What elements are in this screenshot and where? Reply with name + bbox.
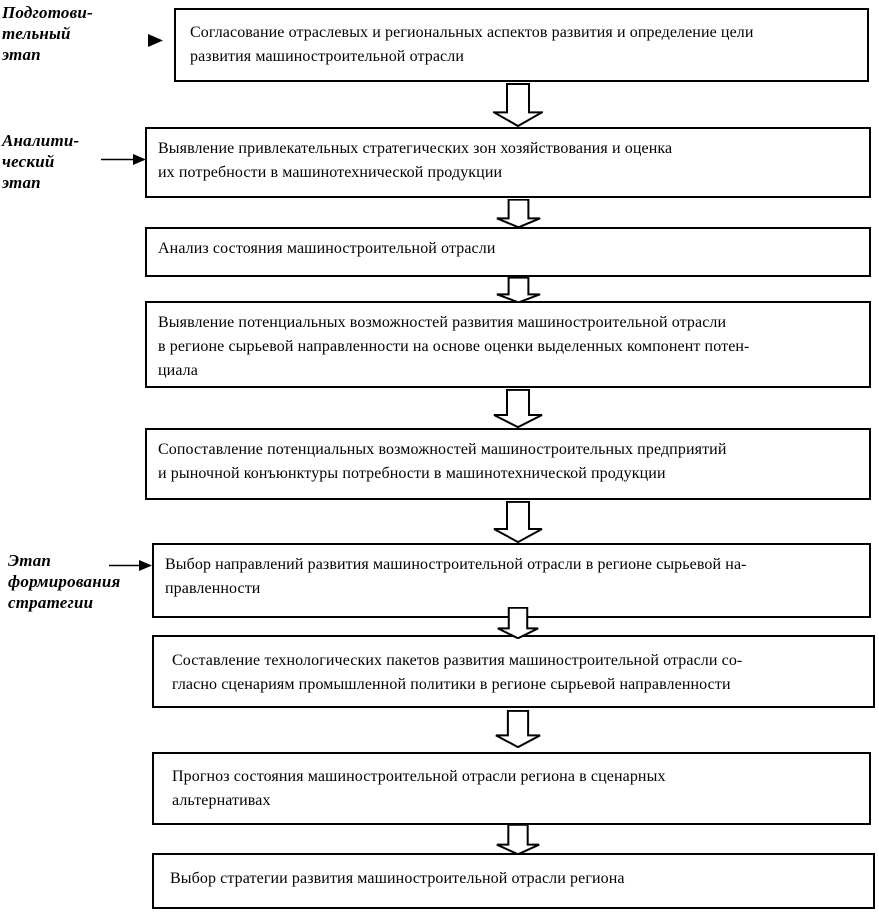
process-box-attractive-zones: Выявление привлекательных стратегических… [145, 127, 871, 198]
process-box-industry-analysis: Анализ состояния машиностроительной отра… [145, 227, 871, 277]
process-box-potential-market-comparison: Сопоставление потенциальных возможностей… [145, 428, 871, 500]
process-box-strategy-choice: Выбор стратегии развития машиностроитель… [152, 853, 875, 909]
process-box-development-directions: Выбор направлений развития машиностроите… [152, 543, 871, 618]
stage-label-analytical: Аналити- ческий этап [2, 131, 80, 192]
stage-label-strategy-formation: Этап формирования стратегии [8, 551, 121, 612]
process-box-potential-identification-text: Выявление потенциальных возможностей раз… [158, 314, 750, 379]
process-box-attractive-zones-text: Выявление привлекательных стратегических… [158, 140, 673, 181]
right-arrow-icon [109, 560, 152, 571]
process-box-goal-definition-text: Согласование отраслевых и региональных а… [190, 24, 754, 65]
down-block-arrow-icon [493, 501, 543, 543]
down-block-arrow-icon [496, 277, 541, 303]
process-box-development-directions-text: Выбор направлений развития машиностроите… [165, 556, 747, 597]
process-box-forecast-text: Прогноз состояния машиностроительной отр… [172, 768, 666, 809]
down-block-arrow-icon [493, 389, 543, 428]
down-block-arrow-icon [493, 83, 543, 127]
process-box-potential-identification: Выявление потенциальных возможностей раз… [145, 301, 871, 388]
process-box-technology-packages: Составление технологических пакетов разв… [152, 635, 875, 708]
process-box-potential-market-comparison-text: Сопоставление потенциальных возможностей… [158, 441, 727, 482]
down-block-arrow-icon [497, 607, 539, 639]
process-box-industry-analysis-text: Анализ состояния машиностроительной отра… [158, 240, 496, 257]
process-box-forecast: Прогноз состояния машиностроительной отр… [152, 752, 871, 825]
right-arrow-icon [101, 154, 146, 165]
down-block-arrow-icon [495, 710, 541, 748]
down-block-arrow-icon [496, 199, 541, 228]
process-box-technology-packages-text: Составление технологических пакетов разв… [172, 652, 743, 693]
down-block-arrow-icon [496, 824, 540, 855]
process-box-strategy-choice-text: Выбор стратегии развития машиностроитель… [170, 870, 625, 887]
stage-label-preparatory: Подготови- тельный этап [2, 3, 93, 64]
process-box-goal-definition: Согласование отраслевых и региональных а… [174, 8, 869, 82]
right-arrowhead-icon [148, 34, 163, 47]
